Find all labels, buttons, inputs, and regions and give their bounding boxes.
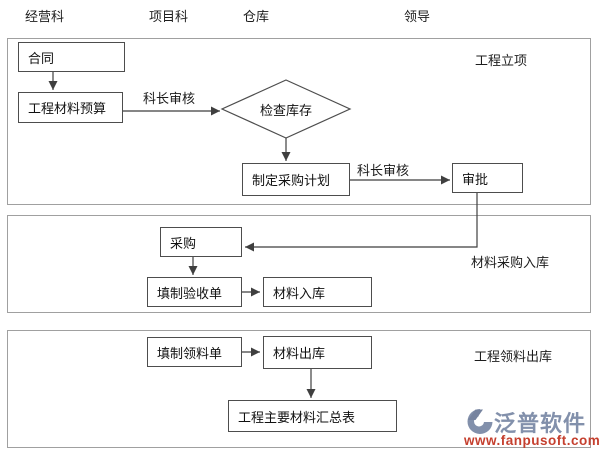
node-check-inventory: 检查库存 bbox=[259, 102, 312, 118]
node-approval: 审批 bbox=[452, 163, 523, 193]
node-fill-requisition-form: 填制领料单 bbox=[147, 337, 242, 367]
lane-label-leadership: 领导 bbox=[404, 9, 431, 24]
arrow-approval-to-purchase bbox=[245, 193, 478, 252]
section-title-project-initiation: 工程立项 bbox=[475, 53, 528, 68]
node-fill-acceptance-form: 填制验收单 bbox=[147, 277, 242, 307]
node-material-budget: 工程材料预算 bbox=[18, 92, 123, 123]
section-title-material-requisition: 工程领料出库 bbox=[474, 349, 553, 364]
edge-label-chief-review-2: 科长审核 bbox=[357, 163, 410, 178]
node-contract: 合同 bbox=[18, 42, 125, 72]
node-material-inbound: 材料入库 bbox=[263, 277, 372, 307]
node-purchase: 采购 bbox=[160, 227, 242, 257]
section-title-material-procurement: 材料采购入库 bbox=[471, 255, 550, 270]
node-material-outbound: 材料出库 bbox=[263, 336, 372, 369]
node-make-purchase-plan: 制定采购计划 bbox=[242, 163, 350, 196]
lane-label-warehouse: 仓库 bbox=[243, 9, 270, 24]
edge-label-chief-review-1: 科长审核 bbox=[143, 91, 196, 106]
fanpu-logo-url: www.fanpusoft.com bbox=[464, 433, 600, 448]
lane-label-project-dept: 项目科 bbox=[149, 9, 189, 24]
fanpu-logo-icon bbox=[467, 409, 493, 434]
node-material-summary-table: 工程主要材料汇总表 bbox=[228, 400, 397, 432]
lane-label-business-dept: 经营科 bbox=[25, 9, 65, 24]
fanpu-logo-text: 泛普软件 bbox=[494, 411, 587, 436]
